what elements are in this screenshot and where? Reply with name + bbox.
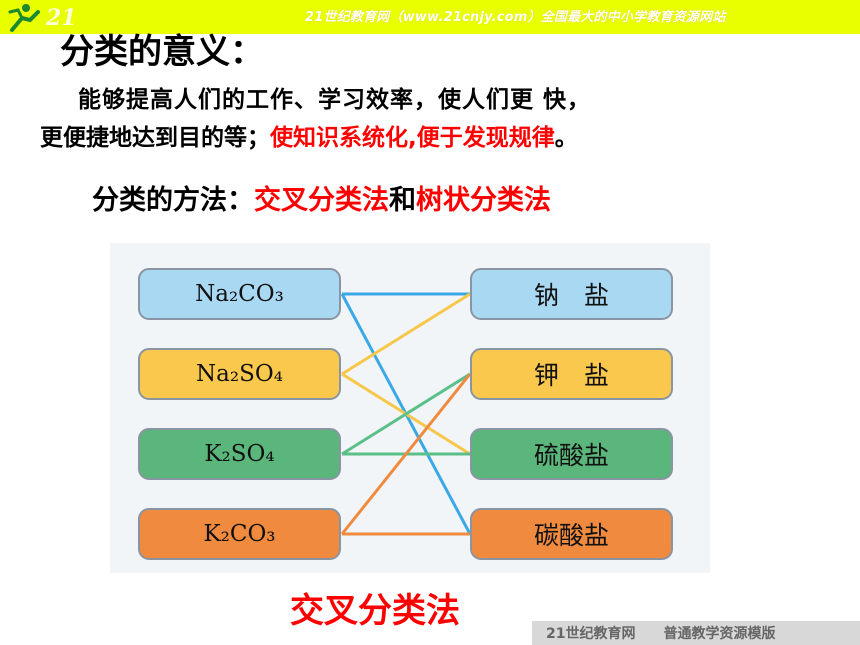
category-box-potassium-salt: 钾 盐 xyxy=(470,348,673,400)
method-tree: 树状分类法 xyxy=(416,185,551,216)
footer-text: 21世纪教育网 普通教学资源模版 xyxy=(546,626,776,642)
category-box-sodium-salt: 钠 盐 xyxy=(470,268,673,320)
compound-box-na2co3: Na₂CO₃ xyxy=(138,268,341,320)
method-and: 和 xyxy=(389,185,416,216)
meaning-line-2: 更便捷地达到目的等；使知识系统化,便于发现规律。 xyxy=(40,118,578,152)
logo-text: 21 xyxy=(46,5,77,31)
compound-box-k2so4: K₂SO₄ xyxy=(138,428,341,480)
site-logo: 21 xyxy=(4,2,94,34)
line-k2so4-potassium xyxy=(341,372,471,456)
page-title: 分类的意义： xyxy=(60,32,264,72)
category-box-sulfate: 硫酸盐 xyxy=(470,428,673,480)
runner-icon xyxy=(8,4,40,32)
line-na2so4-sodium xyxy=(341,292,471,376)
method-line: 分类的方法：交叉分类法和树状分类法 xyxy=(92,178,551,217)
site-banner-text: 21世纪教育网（www.21cnjy.com）全国最大的中小学教育资源网站 xyxy=(305,10,726,25)
meaning-line-2-red: 使知识系统化,便于发现规律 xyxy=(270,125,555,151)
method-cross: 交叉分类法 xyxy=(254,185,389,216)
compound-box-k2co3: K₂CO₃ xyxy=(138,508,341,560)
cross-classification-diagram: Na₂CO₃ Na₂SO₄ K₂SO₄ K₂CO₃ 钠 盐 钾 盐 硫酸盐 碳酸… xyxy=(110,243,710,573)
method-label: 分类的方法： xyxy=(92,185,254,216)
meaning-line-2-black: 更便捷地达到目的等； xyxy=(40,125,270,151)
category-box-carbonate: 碳酸盐 xyxy=(470,508,673,560)
meaning-line-2-end: 。 xyxy=(554,125,578,151)
connection-lines xyxy=(340,292,472,536)
meaning-line-1: 能够提高人们的工作、学习效率，使人们更 快， xyxy=(78,87,592,113)
header-bar: 21 21世纪教育网（www.21cnjy.com）全国最大的中小学教育资源网站 xyxy=(0,0,860,34)
diagram-caption: 交叉分类法 xyxy=(290,591,460,631)
compound-box-na2so4: Na₂SO₄ xyxy=(138,348,341,400)
line-k2co3-potassium xyxy=(340,373,472,535)
footer-bar: 21世纪教育网 普通教学资源模版 xyxy=(532,621,860,645)
